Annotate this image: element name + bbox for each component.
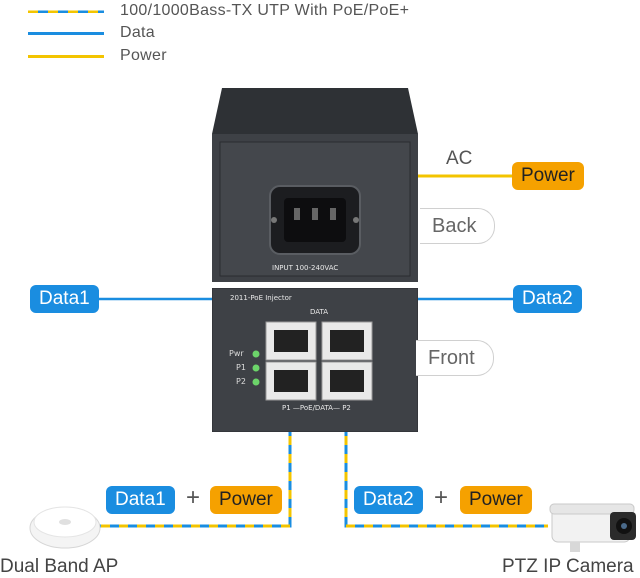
ac-label: AC [446, 148, 473, 169]
led-label-pwr: Pwr [229, 349, 244, 358]
ip-camera-icon [549, 503, 636, 552]
data1-badge: Data1 [30, 285, 99, 313]
bottom-right-power-badge: Power [460, 486, 532, 514]
legend-label-data: Data [120, 24, 155, 41]
legend-label-power: Power [120, 47, 167, 64]
injector-front-unit: 2011-PoE Injector DATA P1 —PoE/DATA— P2 … [211, 287, 419, 433]
rj45-port-data1 [265, 321, 317, 361]
led-p2 [252, 378, 260, 386]
rj45-port-data2 [321, 321, 373, 361]
led-label-p2: P2 [236, 377, 246, 386]
legend-label-combined: 100/1000Bass-TX UTP With PoE/PoE+ [120, 2, 410, 19]
led-pwr [252, 350, 260, 358]
access-point-icon [29, 506, 101, 549]
ac-power-badge: Power [512, 162, 584, 190]
legend-item-power: Power [28, 45, 167, 67]
left-device-label: Dual Band AP [0, 556, 119, 577]
legend-item-data: Data [28, 22, 155, 44]
right-device-label: PTZ IP Camera [502, 556, 634, 577]
rj45-port-poe1 [265, 361, 317, 401]
front-side-label: Front [416, 340, 494, 376]
back-unit-body [212, 88, 418, 282]
right-poe-cable-power [344, 400, 548, 528]
plus-right: + [434, 484, 449, 511]
inlet-rating-text: INPUT 100-240VAC [272, 264, 339, 272]
back-side-label: Back [420, 208, 496, 244]
power-line-swatch [28, 54, 104, 58]
injector-back-unit: INPUT 100-240VAC [208, 86, 422, 286]
left-poe-cable-power [100, 400, 292, 528]
bottom-data2-badge: Data2 [354, 486, 423, 514]
data-port-label: DATA [310, 308, 329, 316]
led-p1 [252, 364, 260, 372]
legend-item-combined: 100/1000Bass-TX UTP With PoE/PoE+ [28, 0, 409, 22]
plus-left: + [186, 484, 201, 511]
data2-badge: Data2 [513, 285, 582, 313]
combined-line-swatch [28, 10, 104, 13]
bottom-left-power-badge: Power [210, 486, 282, 514]
model-text: 2011-PoE Injector [230, 294, 292, 302]
rj45-port-poe2 [321, 361, 373, 401]
front-unit-body [211, 287, 419, 433]
bottom-data1-badge: Data1 [106, 486, 175, 514]
led-label-p1: P1 [236, 363, 246, 372]
poe-port-label: P1 —PoE/DATA— P2 [282, 404, 351, 412]
data-line-swatch [28, 31, 104, 35]
